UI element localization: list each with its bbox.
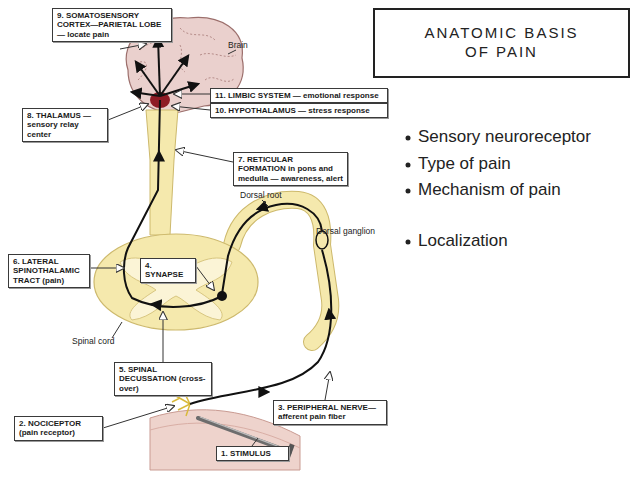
structure-label: Dorsal ganglion <box>316 226 375 236</box>
sulcus <box>180 28 215 40</box>
fiber-arrow <box>152 304 160 305</box>
dorsal-root-fiber <box>222 204 322 294</box>
fiber-arrow <box>158 152 160 160</box>
callout-box: 2. NOCICEPTOR (pain receptor) <box>14 416 103 441</box>
radiating-arrows <box>132 38 198 96</box>
callout-text: 8. THALAMUS — sensory relay center <box>27 111 103 139</box>
leader-line <box>174 94 210 95</box>
structure-label: Brain <box>228 40 248 50</box>
brainstem <box>146 110 178 235</box>
radiating-arrow <box>132 92 160 96</box>
callout-text: 9. SOMATOSENSORY CORTEX—PARIETAL LOBE — … <box>57 11 167 39</box>
leader-line <box>108 104 148 120</box>
bullet-dot <box>406 136 411 141</box>
nerve-ending <box>186 404 190 416</box>
leader-line <box>252 438 258 446</box>
callout-box: 4. SYNAPSE <box>140 258 196 283</box>
bullet-dot <box>406 189 411 194</box>
callout-box: 1. STIMULUS <box>216 446 289 461</box>
sulcus <box>200 54 236 57</box>
leader-line <box>90 268 124 269</box>
callout-text: 1. STIMULUS <box>221 449 284 458</box>
leader-line <box>120 44 146 49</box>
callout-box: 5. SPINAL DECUSSATION (cross-over) <box>114 362 212 396</box>
callout-text: 6. LATERAL SPINOTHALAMIC TRACT (pain) <box>13 257 85 285</box>
bullets <box>406 136 411 245</box>
gray-matter <box>120 258 232 320</box>
callout-box: 10. HYPOTHALAMUS — stress response <box>210 103 388 118</box>
slide-title: ANATOMIC BASIS OF PAIN <box>373 8 630 78</box>
callout-box: 3. PERIPHERAL NERVE— afferent pain fiber <box>273 400 387 425</box>
fiber-arrow <box>329 310 330 318</box>
bullet-dot <box>406 163 411 168</box>
bullet-text: Type of pain <box>418 154 511 174</box>
leader-line <box>163 312 164 362</box>
structure-label: Spinal cord <box>72 336 115 346</box>
nerve-ending <box>172 398 180 402</box>
leader-line <box>112 322 122 338</box>
fiber-arrow <box>258 207 264 209</box>
leader-line <box>325 372 330 400</box>
leader-line <box>172 106 210 110</box>
spinothalamic-fiber <box>124 100 222 307</box>
leader-line <box>103 406 174 428</box>
radiating-arrow <box>136 62 160 96</box>
callout-text: 7. RETICULAR FORMATION in pons and medul… <box>238 155 343 183</box>
fiber-arrow <box>260 391 268 393</box>
bullet-text: Mechanism of pain <box>418 180 561 200</box>
bullet-text: Sensory neuroreceptor <box>418 127 591 147</box>
callout-box: 11. LIMBIC SYSTEM — emotional response <box>210 88 388 103</box>
radiating-arrow <box>160 56 188 96</box>
callout-box: 6. LATERAL SPINOTHALAMIC TRACT (pain) <box>8 254 90 288</box>
leader-line <box>176 150 233 162</box>
structure-label: Dorsal root <box>240 190 282 200</box>
callout-text: 2. NOCICEPTOR (pain receptor) <box>19 419 98 438</box>
spinal-cord-section <box>94 234 258 330</box>
callout-text: 11. LIMBIC SYSTEM — emotional response <box>215 91 383 100</box>
leader-line <box>196 266 214 290</box>
callout-text: 3. PERIPHERAL NERVE— afferent pain fiber <box>278 403 382 422</box>
callout-box: 9. SOMATOSENSORY CORTEX—PARIETAL LOBE — … <box>52 8 172 42</box>
sulcus <box>205 78 235 82</box>
bullet-dot <box>406 240 411 245</box>
callout-text: 4. SYNAPSE <box>145 261 191 280</box>
radiating-arrow <box>158 38 160 96</box>
callout-box: 8. THALAMUS — sensory relay center <box>22 108 108 142</box>
leader-line <box>228 50 236 54</box>
bullet-text: Localization <box>418 231 508 251</box>
callout-text: 10. HYPOTHALAMUS — stress response <box>215 106 383 115</box>
leader-line <box>262 200 268 206</box>
callout-box: 7. RETICULAR FORMATION in pons and medul… <box>233 152 348 186</box>
callout-text: 5. SPINAL DECUSSATION (cross-over) <box>119 365 207 393</box>
